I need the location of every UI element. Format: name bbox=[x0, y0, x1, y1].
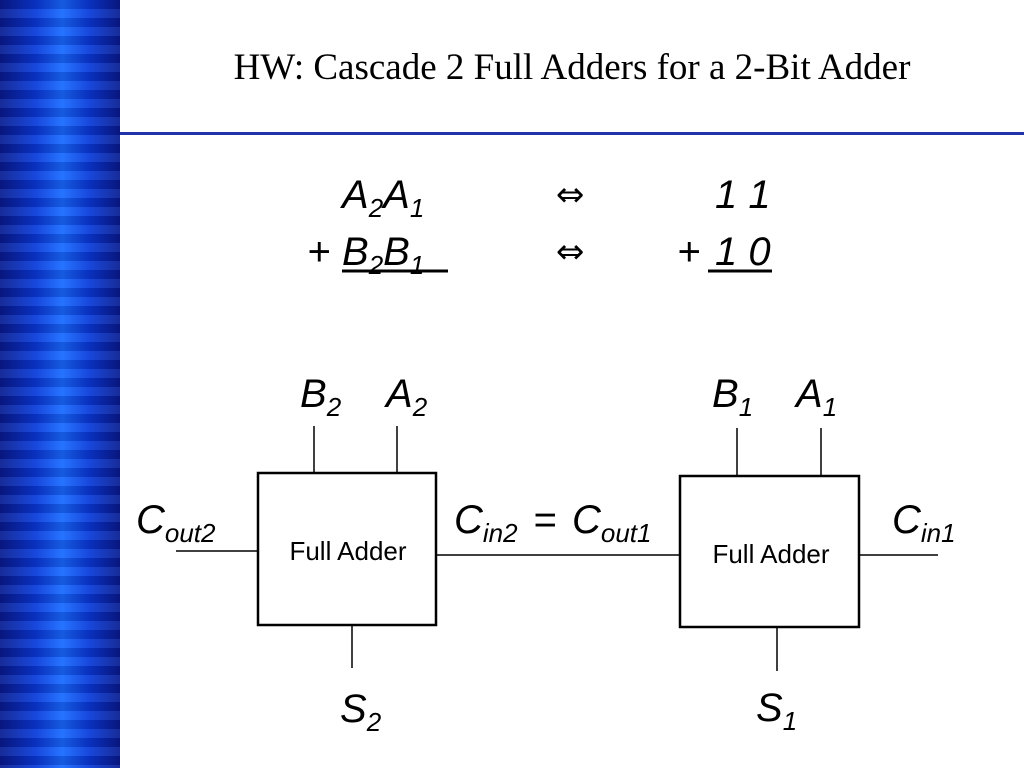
full-adder-1-box bbox=[678, 474, 861, 629]
full-adder-2: Full Adder B2 A2 S2 Cout2 bbox=[136, 372, 438, 737]
eq-row2-rhs-plus: + bbox=[677, 230, 700, 274]
full-adder-2-label: Full Adder bbox=[289, 536, 406, 566]
full-adder-1-label: Full Adder bbox=[712, 539, 829, 569]
cin2-label: Cin2 bbox=[454, 498, 518, 548]
eq-row2-rhs: 1 0 bbox=[715, 230, 771, 274]
b1-label: B1 bbox=[712, 372, 753, 422]
eq-row1-rhs: 1 1 bbox=[715, 173, 771, 217]
eq-row1-equivalence-arrow: ⇔ bbox=[556, 175, 585, 215]
s2-label: S2 bbox=[340, 687, 382, 737]
full-adder-2-box bbox=[256, 471, 438, 627]
eq-row1-lhs: A2A1 bbox=[340, 173, 424, 223]
title-underline-rule bbox=[120, 132, 1024, 135]
cout2-label: Cout2 bbox=[136, 498, 216, 548]
slide-title: HW: Cascade 2 Full Adders for a 2-Bit Ad… bbox=[233, 47, 911, 88]
full-adder-1: Full Adder B1 A1 S1 Cin1 bbox=[678, 372, 956, 736]
a1-label: A1 bbox=[794, 372, 837, 422]
sidebar-gradient-bar bbox=[0, 0, 120, 768]
s1-label: S1 bbox=[756, 686, 797, 736]
a2-label: A2 bbox=[384, 372, 428, 422]
b2-label: B2 bbox=[300, 372, 342, 422]
cout1-label: Cout1 bbox=[572, 498, 652, 548]
equation-row-1: A2A1 ⇔ 1 1 bbox=[340, 173, 771, 223]
sidebar-shading bbox=[0, 0, 120, 768]
carry-link: Cin2 = Cout1 bbox=[436, 498, 680, 556]
carry-equals-sign: = bbox=[533, 498, 556, 542]
eq-row2-equivalence-arrow: ⇔ bbox=[556, 232, 585, 272]
cin1-label: Cin1 bbox=[892, 498, 956, 548]
eq-row2-plus: + bbox=[307, 230, 330, 274]
equation-row-2: + B2B1 ⇔ + 1 0 bbox=[307, 230, 772, 280]
